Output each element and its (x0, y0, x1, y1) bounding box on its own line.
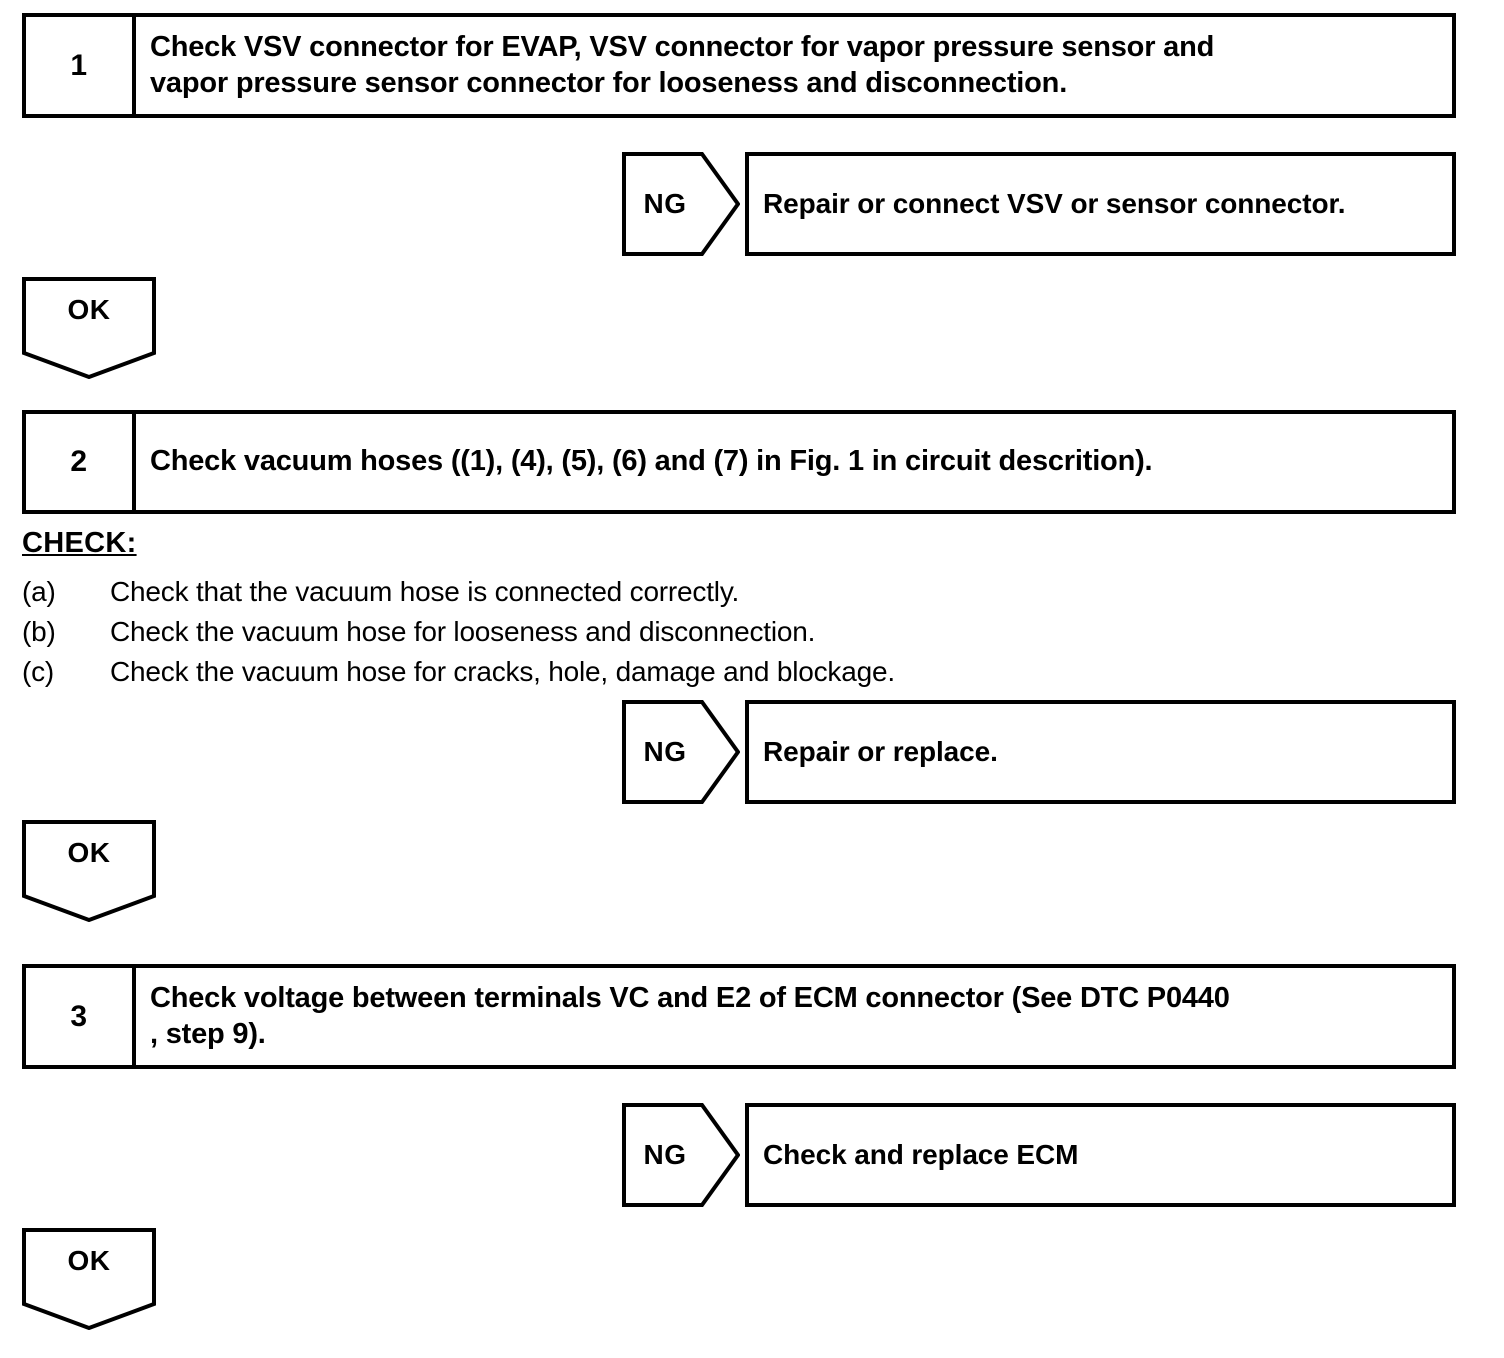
ok-connector-1: OK (22, 277, 162, 379)
ng-label-3: NG (643, 1139, 687, 1170)
ng-result-box-3: Check and replace ECM (745, 1103, 1456, 1207)
check-text-b: Check the vacuum hose for looseness and … (110, 615, 816, 647)
check-text-c: Check the vacuum hose for cracks, hole, … (110, 655, 895, 687)
step-number-2: 2 (26, 414, 136, 510)
ng-label-2: NG (643, 736, 687, 767)
check-marker-a: (a) (22, 576, 56, 607)
ng-chevron-icon-3 (622, 1103, 740, 1207)
check-item-c: (c) Check the vacuum hose for cracks, ho… (22, 652, 1122, 692)
ng-label-1: NG (643, 188, 687, 219)
step-box-1: 1 Check VSV connector for EVAP, VSV conn… (22, 13, 1456, 118)
step-number-3: 3 (26, 968, 136, 1065)
ok-label-1: OK (67, 294, 111, 325)
step-box-3: 3 Check voltage between terminals VC and… (22, 964, 1456, 1069)
step-number-1: 1 (26, 17, 136, 114)
ng-result-box-2: Repair or replace. (745, 700, 1456, 804)
step-text-1-line-2: vapor pressure sensor connector for loos… (150, 66, 1068, 99)
check-item-b: (b) Check the vacuum hose for looseness … (22, 612, 1122, 652)
check-marker-c: (c) (22, 655, 55, 687)
step-box-2: 2 Check vacuum hoses ((1), (4), (5), (6)… (22, 410, 1456, 514)
ng-chevron-icon-2 (622, 700, 740, 804)
check-block: CHECK: (a) Check that the vacuum hose is… (22, 527, 1122, 691)
step-text-3-line-2: , step 9). (150, 1017, 266, 1050)
ok-label-3: OK (67, 1245, 111, 1276)
step-text-2-line-1: Check vacuum hoses ((1), (4), (5), (6) a… (150, 445, 1153, 478)
ng-result-box-1: Repair or connect VSV or sensor connecto… (745, 152, 1456, 256)
ng-chevron-icon-1 (622, 152, 740, 256)
step-text-2: Check vacuum hoses ((1), (4), (5), (6) a… (136, 414, 1452, 510)
ok-label-2: OK (67, 837, 111, 868)
ng-branch-1: NG Repair or connect VSV or sensor conne… (622, 152, 1456, 256)
step-text-1-line-1: Check VSV connector for EVAP, VSV connec… (150, 31, 1215, 64)
check-marker-b: (b) (22, 615, 56, 647)
ok-connector-3: OK (22, 1228, 162, 1330)
ng-branch-3: NG Check and replace ECM (622, 1103, 1456, 1207)
check-item-a: (a) Check that the vacuum hose is connec… (22, 572, 1122, 612)
check-text-a: Check that the vacuum hose is connected … (110, 576, 740, 607)
check-title: CHECK: (22, 527, 137, 559)
step-text-3: Check voltage between terminals VC and E… (136, 968, 1452, 1065)
step-text-1: Check VSV connector for EVAP, VSV connec… (136, 17, 1452, 114)
step-text-3-line-1: Check voltage between terminals VC and E… (150, 982, 1230, 1015)
ok-connector-2: OK (22, 820, 162, 922)
ng-branch-2: NG Repair or replace. (622, 700, 1456, 804)
